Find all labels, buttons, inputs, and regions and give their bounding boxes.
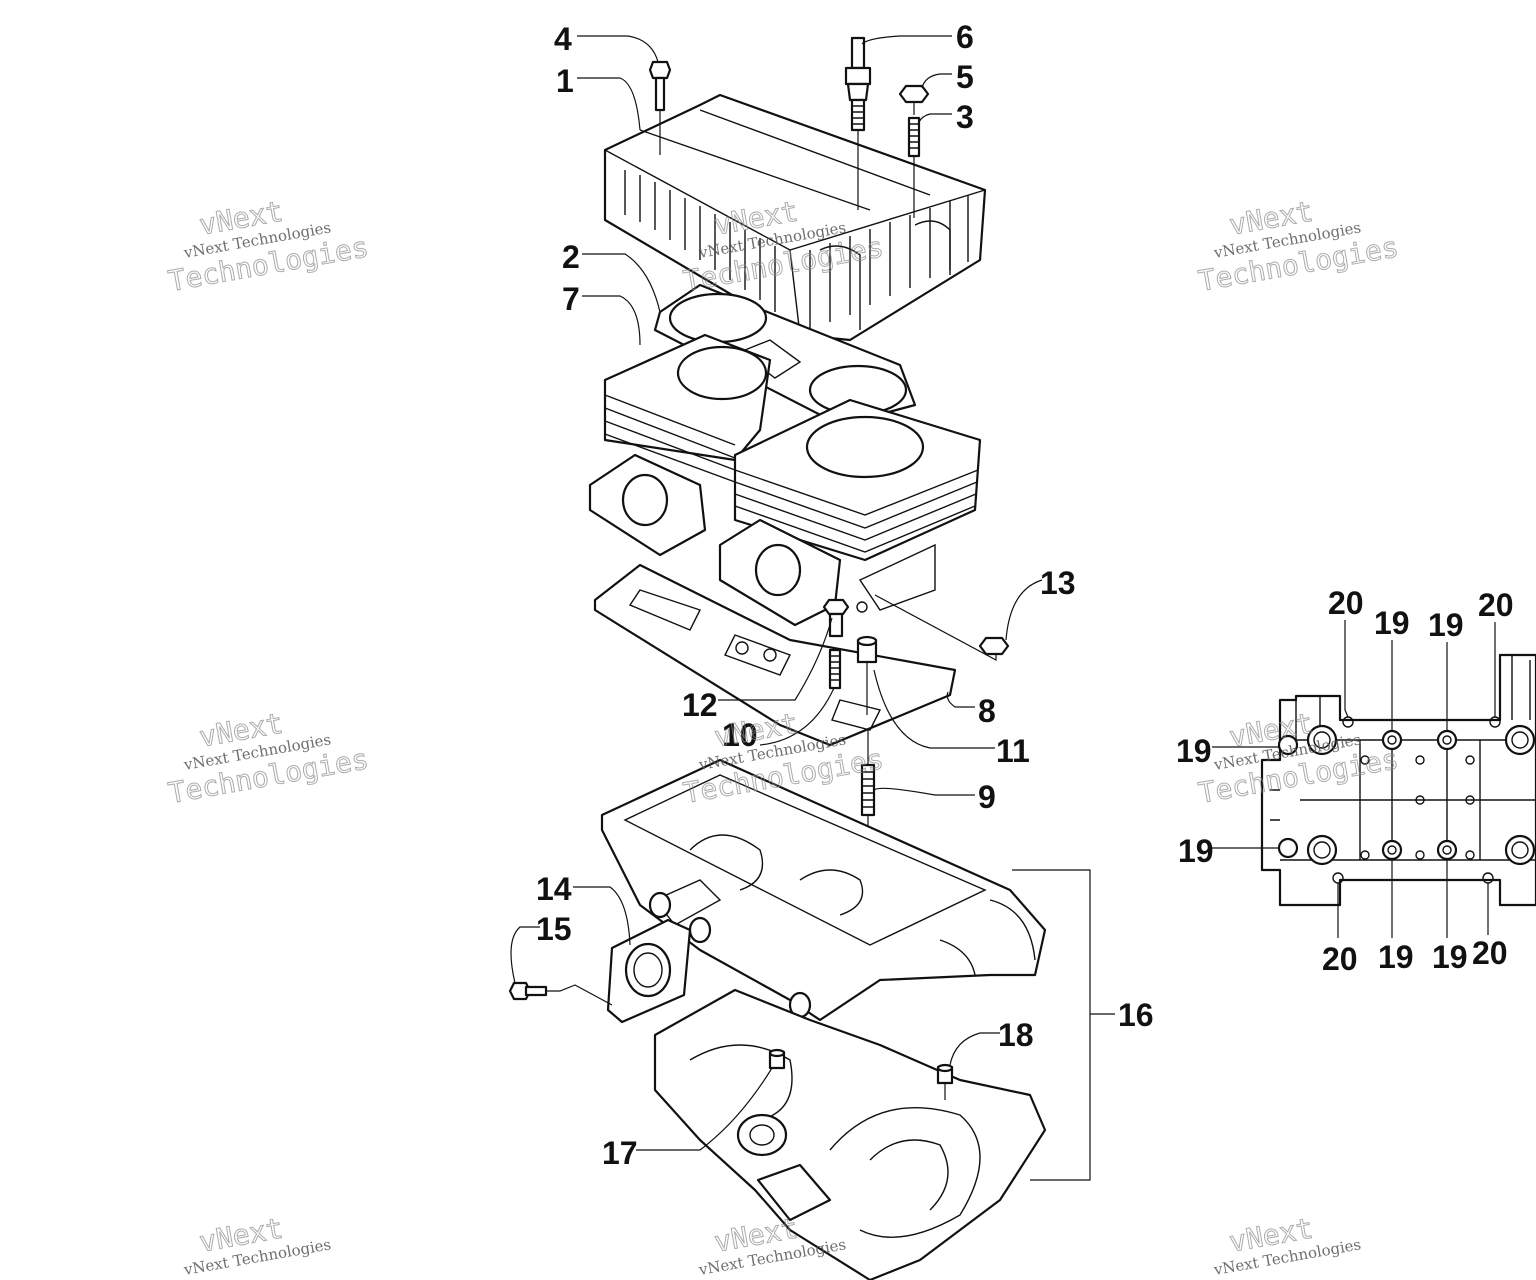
callout-15: 15	[536, 911, 572, 947]
callout-inset-19-c: 19	[1176, 733, 1212, 769]
callout-inset-19-b: 19	[1428, 607, 1464, 643]
crankcase-upper	[600, 758, 1047, 1022]
spark-plug	[844, 36, 872, 210]
watermark: vNext vNext Technologies Technologies	[165, 706, 371, 810]
cylinder-head	[603, 93, 987, 342]
crankcase-dowel-rear	[936, 1063, 954, 1100]
head-bolt	[648, 60, 672, 155]
watermark: vNext vNext Technologies	[1212, 1211, 1363, 1279]
callout-8: 8	[978, 693, 996, 729]
watermark: vNext vNext Technologies Technologies	[680, 706, 886, 810]
watermark: vNext vNext Technologies	[182, 1211, 333, 1279]
head-stud	[907, 116, 921, 218]
crankcase-inset-view	[1212, 620, 1536, 938]
callout-inset-19-f: 19	[1432, 939, 1468, 975]
watermark: vNext vNext Technologies Technologies	[1195, 194, 1401, 298]
flange-bolt	[508, 981, 613, 1006]
watermark: vNext vNext Technologies Technologies	[680, 194, 886, 298]
callout-14: 14	[536, 871, 572, 907]
base-nut	[822, 598, 850, 638]
crankcase-lower	[653, 988, 1047, 1280]
callout-5: 5	[956, 59, 974, 95]
crankcase-dowel	[768, 1048, 786, 1070]
callout-13: 13	[1040, 565, 1076, 601]
callout-labels: 1 2 3 4 5 6 7 8 9 10 11 12 13 14 15 16 1…	[536, 19, 1514, 1171]
watermarks: vNext vNext Technologies Technologies vN…	[165, 194, 1401, 1279]
callout-4: 4	[554, 21, 572, 57]
intake-flange	[606, 918, 692, 1024]
callout-17: 17	[602, 1135, 638, 1171]
base-stud	[828, 648, 842, 690]
leader-lines	[510, 35, 1043, 1151]
callout-inset-19-d: 19	[1178, 833, 1214, 869]
crankcase-bracket	[1012, 869, 1115, 1181]
callout-3: 3	[956, 99, 974, 135]
callout-11: 11	[996, 733, 1030, 769]
watermark: vNext vNext Technologies	[697, 1211, 848, 1279]
callout-9: 9	[978, 779, 996, 815]
callout-6: 6	[956, 19, 974, 55]
callout-2: 2	[562, 239, 580, 275]
callout-16: 16	[1118, 997, 1154, 1033]
callout-12: 12	[682, 687, 718, 723]
callout-inset-20-b: 20	[1478, 587, 1514, 623]
exhaust-nut	[874, 594, 1010, 662]
callout-inset-20-c: 20	[1322, 941, 1358, 977]
callout-10: 10	[722, 717, 758, 753]
callout-inset-19-a: 19	[1374, 605, 1410, 641]
callout-inset-20-a: 20	[1328, 585, 1364, 621]
callout-1: 1	[556, 63, 574, 99]
dowel-pin	[856, 635, 878, 715]
callout-18: 18	[998, 1017, 1034, 1053]
callout-7: 7	[562, 281, 580, 317]
watermark: vNext vNext Technologies Technologies	[165, 194, 371, 298]
callout-inset-19-e: 19	[1378, 939, 1414, 975]
cylinder-block	[588, 333, 982, 627]
callout-inset-20-d: 20	[1472, 935, 1508, 971]
head-nut	[898, 84, 930, 115]
